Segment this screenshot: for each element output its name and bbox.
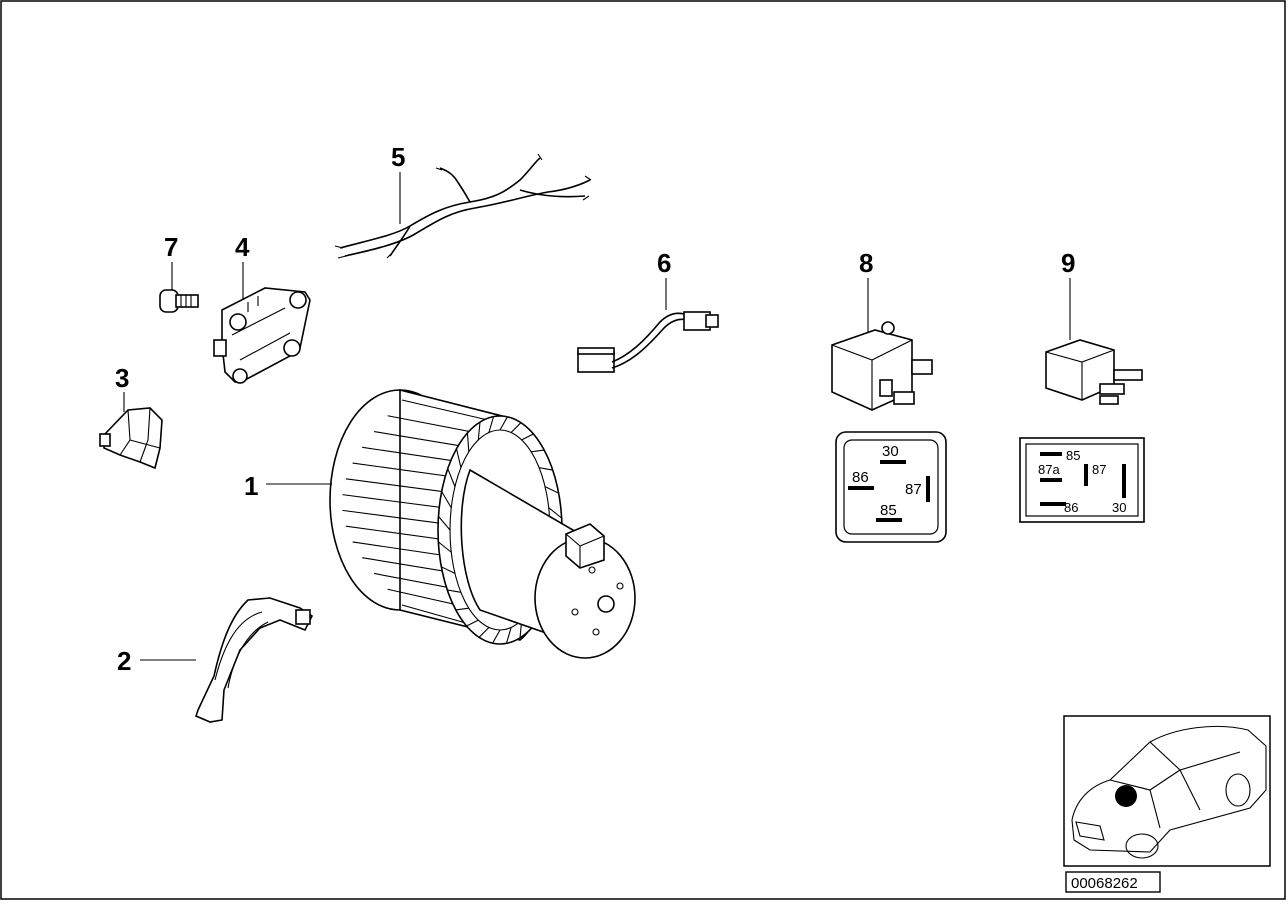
fan-rim-vane bbox=[510, 422, 522, 433]
fan-rim-vane bbox=[466, 432, 470, 452]
leader-lines bbox=[123, 172, 1071, 661]
fan-rim-vane bbox=[438, 515, 451, 531]
relay8-pin-30: 30 bbox=[882, 443, 899, 460]
relay8-pin-87: 87 bbox=[905, 481, 922, 498]
mounting-bracket[interactable] bbox=[213, 287, 311, 384]
fan-rim-vane bbox=[521, 433, 534, 441]
callout-3: 3 bbox=[115, 363, 129, 393]
relay9-pin-87a: 87a bbox=[1038, 462, 1060, 477]
relay-large[interactable] bbox=[831, 321, 933, 411]
location-marker-icon bbox=[1115, 785, 1137, 807]
fan-rim-vane bbox=[447, 468, 456, 487]
relay8-pin-85: 85 bbox=[880, 502, 897, 519]
relay9-pin-30: 30 bbox=[1112, 500, 1126, 515]
fan-rim-vane bbox=[441, 566, 456, 574]
connector-cable[interactable] bbox=[577, 311, 719, 373]
car-location-inset bbox=[1063, 715, 1271, 867]
relay9-pin-86: 86 bbox=[1064, 500, 1078, 515]
retaining-clip[interactable] bbox=[99, 407, 163, 470]
relay9-pin-diagram: 85 87a 87 86 30 bbox=[1019, 437, 1145, 523]
fan-rim-vane bbox=[455, 607, 469, 611]
relay8-pin-diagram: 30 86 87 85 bbox=[835, 431, 947, 543]
wire-harness[interactable] bbox=[334, 153, 592, 259]
screw[interactable] bbox=[159, 289, 199, 313]
fan-rim-vane bbox=[505, 627, 512, 644]
relay9-pin-87: 87 bbox=[1092, 462, 1106, 477]
fan-rim-vane bbox=[531, 449, 545, 453]
callout-2: 2 bbox=[117, 646, 131, 676]
reference-number: 00068262 bbox=[1071, 875, 1138, 892]
callout-6: 6 bbox=[657, 248, 671, 278]
fan-rim-vane bbox=[447, 589, 462, 593]
fan-rim-vane bbox=[478, 627, 490, 638]
fan-rim-vane bbox=[544, 486, 559, 494]
blower-motor[interactable] bbox=[329, 388, 636, 659]
relay-small[interactable] bbox=[1045, 339, 1143, 405]
fan-rim-vane bbox=[488, 416, 495, 433]
callout-1: 1 bbox=[244, 471, 258, 501]
fan-rim-vane bbox=[538, 467, 553, 471]
fan-rim-vane bbox=[455, 448, 462, 468]
callout-7: 7 bbox=[164, 232, 178, 262]
strap-bracket[interactable] bbox=[195, 597, 314, 723]
fan-rim-vane bbox=[466, 619, 479, 627]
fan-rim-vane bbox=[437, 541, 452, 553]
fan-rim-vane bbox=[492, 629, 501, 644]
callout-8: 8 bbox=[859, 248, 873, 278]
fan-rim-vane bbox=[441, 491, 452, 509]
car-outline-icon bbox=[1071, 725, 1267, 859]
callout-5: 5 bbox=[391, 142, 405, 172]
fan-rim-vane bbox=[548, 507, 563, 519]
fan-rim-vane bbox=[499, 416, 508, 431]
fan-rim-vane bbox=[477, 422, 481, 440]
callout-4: 4 bbox=[235, 232, 250, 262]
reference-box: 00068262 bbox=[1065, 871, 1161, 893]
relay9-pin-85: 85 bbox=[1066, 448, 1080, 463]
relay8-pin-86: 86 bbox=[852, 469, 869, 486]
callout-9: 9 bbox=[1061, 248, 1075, 278]
